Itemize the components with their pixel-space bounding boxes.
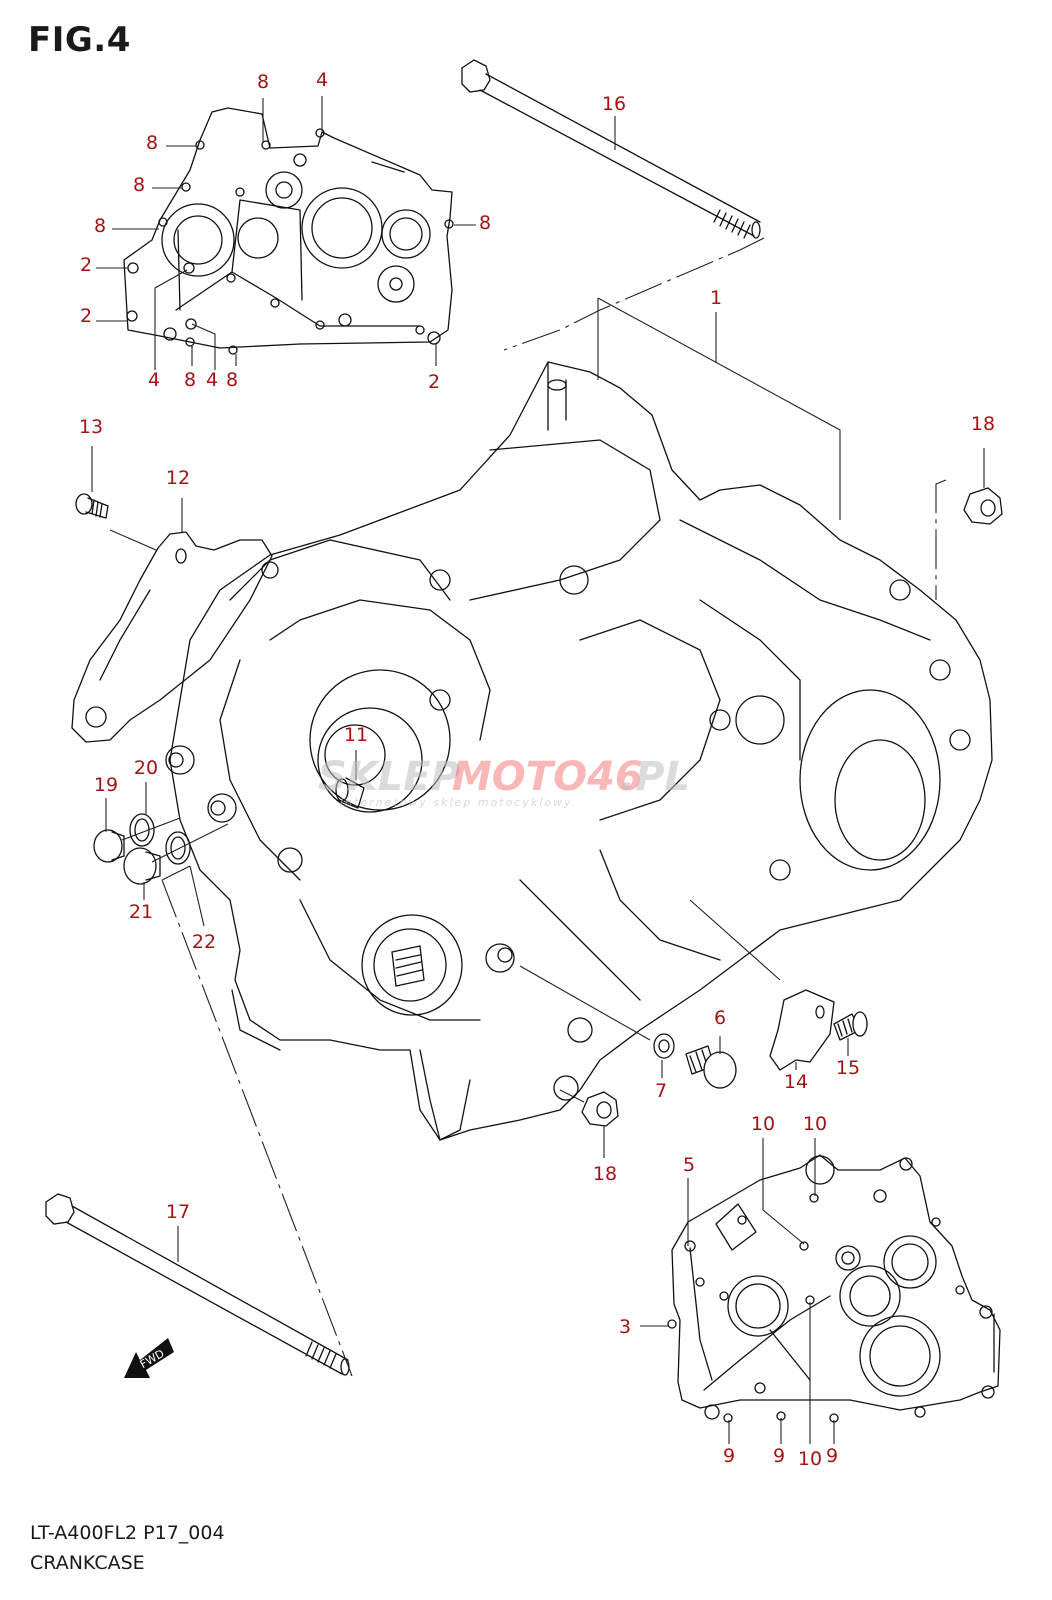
plug-21 [123, 847, 161, 885]
callout-15: 15 [836, 1057, 860, 1079]
figure-title: FIG.4 [28, 20, 131, 60]
callout-8: 8 [146, 132, 158, 154]
bolt-15 [833, 1011, 868, 1041]
callout-4: 4 [148, 369, 160, 391]
callout-18: 18 [971, 413, 995, 435]
engine-mount-bracket [71, 531, 273, 743]
gasket-20 [129, 813, 155, 847]
callout-3: 3 [619, 1316, 631, 1338]
callout-7: 7 [655, 1080, 667, 1102]
callout-20: 20 [134, 757, 158, 779]
callout-8: 8 [94, 215, 106, 237]
callout-13: 13 [79, 416, 103, 438]
bracket-14 [769, 989, 835, 1071]
crankcase-half-right-inset [667, 1154, 1001, 1423]
watermark: SKLEP MOTO46 .PL internetowy sklep motoc… [318, 754, 690, 809]
dowel-pin-11 [335, 777, 365, 809]
callout-14: 14 [784, 1071, 808, 1093]
forward-arrow-icon: FWD [124, 1338, 174, 1378]
callout-6: 6 [714, 1007, 726, 1029]
callout-8: 8 [479, 212, 491, 234]
flange-nut-18-lower [581, 1091, 619, 1127]
callout-2: 2 [80, 254, 92, 276]
callout-4: 4 [206, 369, 218, 391]
callout-10: 10 [803, 1113, 827, 1135]
flange-nut-18-upper [963, 487, 1003, 525]
section-name: CRANKCASE [30, 1552, 145, 1574]
callout-12: 12 [166, 467, 190, 489]
watermark-tagline: internetowy sklep motocyklowy [340, 796, 573, 809]
callout-5: 5 [683, 1154, 695, 1176]
callout-11: 11 [344, 724, 368, 746]
watermark-part2: MOTO46 [452, 754, 643, 800]
model-code: LT-A400FL2 P17_004 [30, 1522, 225, 1544]
callout-19: 19 [94, 774, 118, 796]
callout-8: 8 [257, 71, 269, 93]
callout-10: 10 [751, 1113, 775, 1135]
callout-2: 2 [428, 371, 440, 393]
callout-1: 1 [710, 287, 722, 309]
callout-9: 9 [723, 1445, 735, 1467]
callout-16: 16 [602, 93, 626, 115]
plug-19 [93, 829, 125, 863]
callout-8: 8 [133, 174, 145, 196]
watermark-part3: .PL [620, 754, 690, 800]
callout-9: 9 [773, 1445, 785, 1467]
callout-10: 10 [798, 1448, 822, 1470]
callout-17: 17 [166, 1201, 190, 1223]
stud-bolt-17 [45, 1193, 350, 1376]
bolt-6 [685, 1045, 737, 1089]
leader-lines [91, 96, 985, 1444]
bolt-13 [75, 493, 109, 519]
callout-4: 4 [316, 69, 328, 91]
callout-9: 9 [826, 1445, 838, 1467]
stud-bolt-16 [461, 59, 761, 239]
callout-22: 22 [192, 931, 216, 953]
callout-21: 21 [129, 901, 153, 923]
bolt-hole-group [667, 1157, 995, 1423]
callout-8: 8 [226, 369, 238, 391]
washer-7 [653, 1033, 675, 1059]
callout-8: 8 [184, 369, 196, 391]
callout-2: 2 [80, 305, 92, 327]
bolt-hole-group [126, 128, 454, 355]
callout-18: 18 [593, 1163, 617, 1185]
gasket-22 [165, 831, 191, 865]
crankcase-main-assembly [165, 361, 993, 1141]
watermark-part1: SKLEP [318, 754, 460, 800]
crankcase-half-left-inset [123, 107, 454, 355]
